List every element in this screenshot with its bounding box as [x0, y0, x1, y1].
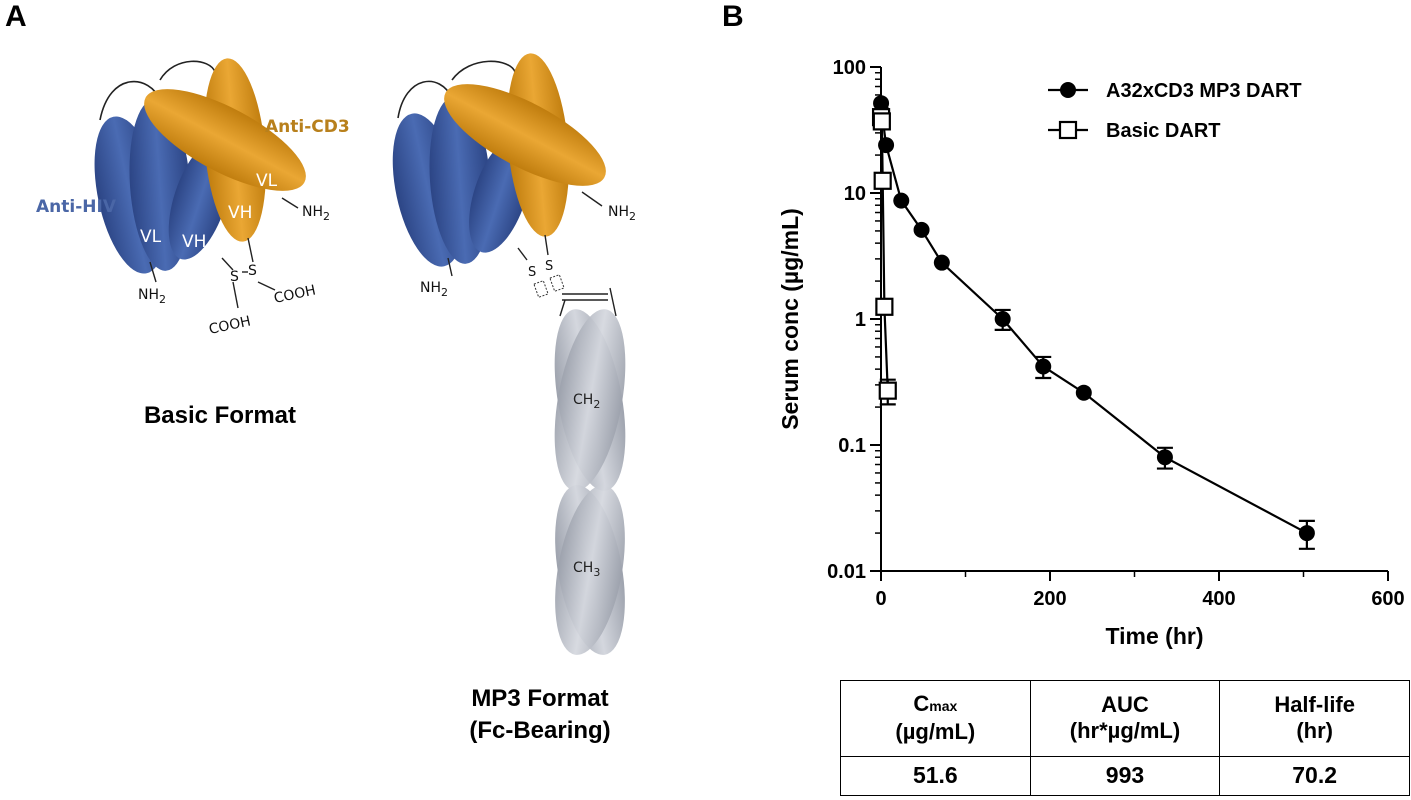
mp3-format-molecule: [392, 53, 626, 655]
y-tick-label: 0.01: [827, 561, 866, 583]
basic-format-caption: Basic Format: [143, 402, 297, 429]
data-point: [1035, 358, 1052, 375]
header-sub: max: [929, 698, 958, 715]
mp3-format-caption: MP3 Format (Fc-Bearing): [420, 683, 660, 747]
table-header-cell: Half-life (hr): [1219, 680, 1410, 757]
vl-right-label: VL: [256, 171, 278, 191]
data-point: [1075, 384, 1092, 401]
antibody-diagram: Anti-HIV Anti-CD3 VL VH VH VL NH2 NH2 S …: [36, 53, 636, 655]
data-point: [872, 112, 891, 131]
data-point: [994, 311, 1011, 327]
legend-label: Basic DART: [1106, 120, 1220, 142]
nh2-label: NH2: [608, 204, 636, 223]
nh2-label: NH2: [302, 204, 330, 223]
nh2-label: NH2: [420, 280, 448, 299]
pk-chart: 0.01 0.1 1 10 100 0 200 400 600 Serum conc (µg/m…: [777, 57, 1405, 649]
data-point: [875, 297, 894, 316]
data-point: [873, 171, 892, 190]
table-cell: 70.2: [1219, 755, 1410, 797]
legend-label: A32xCD3 MP3 DART: [1106, 80, 1302, 102]
chart-axes: 0.01 0.1 1 10 100 0 200 400 600: [827, 57, 1405, 610]
x-tick-label: 600: [1371, 588, 1404, 610]
legend-marker: [1058, 120, 1078, 140]
table-cell: 51.6: [840, 755, 1031, 797]
y-tick-label: 10: [844, 183, 866, 205]
ss-label: S: [230, 269, 239, 285]
anti-hiv-label: Anti-HIV: [36, 197, 117, 217]
ss-label: S: [528, 265, 536, 280]
series-marks: [871, 95, 1315, 550]
series-line: [879, 116, 889, 391]
x-tick-label: 400: [1202, 588, 1235, 610]
table-header-cell: Cmax (µg/mL): [840, 680, 1031, 757]
header-line1: Half-life: [1274, 692, 1355, 718]
basic-format-molecule: [94, 58, 306, 309]
x-axis-label: Time (hr): [1106, 623, 1204, 649]
data-point: [933, 254, 950, 271]
ch2-label: CH2: [573, 392, 600, 411]
vh-right-label: VH: [228, 203, 252, 223]
y-tick-label: 1: [855, 309, 866, 331]
series-line: [879, 103, 1308, 535]
data-point: [878, 381, 897, 400]
header-line2: (hr): [1296, 718, 1333, 744]
cooh-right-label: COOH: [273, 282, 318, 306]
ss-label: S: [248, 263, 257, 279]
table-cell: 993: [1029, 755, 1221, 797]
data-point: [913, 221, 930, 238]
header-line2: (hr*µg/mL): [1069, 718, 1181, 744]
vl-left-label: VL: [140, 227, 162, 247]
table-header-cell: AUC (hr*µg/mL): [1029, 680, 1221, 757]
header-line1: C: [913, 691, 930, 717]
y-axis-label: Serum conc (µg/mL): [777, 208, 803, 430]
y-tick-label: 100: [833, 57, 866, 79]
data-point: [1298, 525, 1315, 542]
data-point: [893, 192, 910, 209]
y-tick-label: 0.1: [838, 435, 866, 457]
header-line2: (µg/mL): [895, 719, 976, 745]
pk-parameters-table: Cmax (µg/mL) AUC (hr*µg/mL) Half-life (h…: [840, 680, 1410, 797]
ch3-label: CH3: [573, 560, 600, 579]
vh-left-label: VH: [182, 232, 206, 252]
header-line1: AUC: [1101, 692, 1149, 718]
anti-cd3-label: Anti-CD3: [265, 117, 350, 137]
chart-legend: A32xCD3 MP3 DART Basic DART: [1048, 80, 1302, 142]
data-point: [878, 137, 895, 154]
x-tick-label: 0: [875, 588, 886, 610]
series-lines: [879, 103, 1308, 535]
panel-a-letter: A: [5, 0, 27, 33]
data-point: [1156, 449, 1173, 466]
table-header-row: Cmax (µg/mL) AUC (hr*µg/mL) Half-life (h…: [840, 680, 1410, 757]
cooh-left-label: COOH: [208, 313, 253, 337]
ss-label: S: [545, 259, 553, 274]
nh2-label: NH2: [138, 287, 166, 306]
mp3-caption-line2: (Fc-Bearing): [469, 717, 611, 744]
legend-marker: [1060, 82, 1076, 98]
table-row: 51.6 993 70.2: [840, 755, 1410, 797]
panel-b-letter: B: [722, 0, 744, 33]
mp3-caption-line1: MP3 Format: [471, 685, 609, 712]
x-tick-label: 200: [1033, 588, 1066, 610]
